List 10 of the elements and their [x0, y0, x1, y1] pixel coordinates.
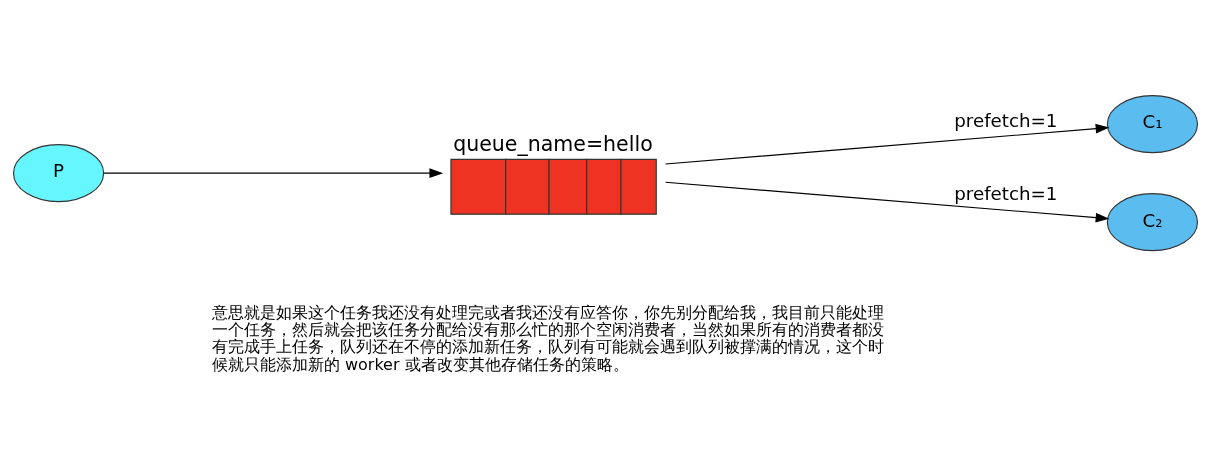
arrow [664, 123, 1110, 165]
edge-label: prefetch=1 [954, 110, 1058, 132]
arrow [103, 168, 444, 178]
label: 意思就是如果这个任务我还没有处理完或者我还没有应答你，你先别分配给我，我目前只能处理一个任务，然后就会把该任务分配给没有那么忙的那个空闲消费者，当然如果所有的消费者都没有完成手上任务，队列还在不停的添加新任务，队列有可能就会遇到队列被撑满的情况，这个时候就只能添加新的 worker 或者改变其他存储任务的策略。 [211, 303, 884, 374]
node-ellipse: P [12, 144, 105, 203]
node-ellipse: C₂ [1106, 193, 1199, 252]
arrow [664, 181, 1110, 223]
edge-label: prefetch=1 [954, 183, 1058, 205]
node-label: queue_name=hello [453, 131, 653, 156]
node-ellipse: C₁ [1106, 95, 1199, 154]
